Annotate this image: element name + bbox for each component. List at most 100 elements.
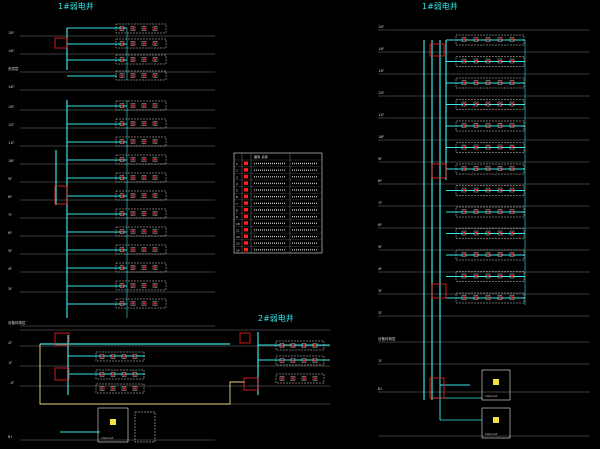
dashed-enclosure <box>115 172 167 183</box>
device-mark <box>475 275 477 277</box>
device-mark <box>463 38 465 41</box>
device-mark <box>143 302 145 305</box>
device-box <box>312 343 318 348</box>
device-mark <box>499 81 501 84</box>
dashed-enclosure <box>115 262 167 273</box>
device-mark <box>499 232 501 234</box>
device-mark <box>121 58 123 61</box>
device-mark <box>112 355 114 358</box>
device-mark <box>511 232 513 234</box>
legend-symbol <box>244 194 248 199</box>
device-mark <box>132 230 134 233</box>
device-box <box>485 80 491 85</box>
device-box <box>130 265 136 270</box>
legend-symbol <box>244 234 248 239</box>
device-mark <box>475 103 477 105</box>
dashed-enclosure <box>455 163 525 175</box>
device-box <box>110 372 116 377</box>
device-box <box>119 157 125 162</box>
device-mark <box>143 176 145 179</box>
device-box <box>461 144 467 150</box>
device-box <box>509 80 515 85</box>
cabinet-right-1 <box>481 369 511 401</box>
device-mark <box>292 359 294 362</box>
device-mark <box>487 60 489 62</box>
cabinet-right-2-label: Cabinet <box>485 432 498 436</box>
device-box <box>152 265 158 270</box>
cabinet-right-2 <box>481 407 511 439</box>
device-box <box>119 283 125 288</box>
device-mark <box>154 158 156 161</box>
legend-row-number: 11 <box>236 228 240 232</box>
device-box <box>132 372 138 377</box>
cabinet-right-1-label: Cabinet <box>485 394 498 398</box>
floor-label: 1F <box>378 359 382 363</box>
device-box <box>119 26 125 31</box>
device-mark <box>511 189 513 191</box>
device-mark <box>143 266 145 269</box>
device-box <box>473 252 479 257</box>
device-box <box>130 121 136 126</box>
cabinet-left-label: Cabinet <box>101 436 114 440</box>
device-mark <box>499 167 501 170</box>
device-mark <box>292 344 294 347</box>
device-mark <box>463 275 465 277</box>
device-box <box>130 175 136 180</box>
device-mark <box>475 232 477 234</box>
device-mark <box>134 373 136 376</box>
floor-label: 13F <box>378 69 384 73</box>
device-box <box>461 209 467 214</box>
device-mark <box>121 284 123 287</box>
device-mark <box>132 122 134 125</box>
device-box <box>141 73 147 78</box>
floor-label: 2F <box>8 341 12 345</box>
dashed-enclosure <box>115 154 167 165</box>
device-box <box>141 103 147 108</box>
device-mark <box>143 212 145 215</box>
device-mark <box>143 42 145 45</box>
device-box <box>279 376 285 381</box>
device-box <box>152 247 158 252</box>
device-mark <box>121 140 123 143</box>
device-box <box>509 123 515 128</box>
device-mark <box>511 210 513 213</box>
device-mark <box>475 167 477 170</box>
floor-label: 4F <box>378 267 382 271</box>
device-box <box>130 193 136 198</box>
floor-label: 13F <box>8 105 14 109</box>
device-box <box>119 121 125 126</box>
device-mark <box>143 140 145 143</box>
device-box <box>485 187 491 193</box>
dashed-enclosure <box>115 118 167 129</box>
floor-label: 10F <box>8 159 14 163</box>
device-box <box>312 376 318 381</box>
device-box <box>485 37 491 42</box>
floor-label: 9F <box>8 177 12 181</box>
device-box <box>473 80 479 85</box>
floor-label: 3F <box>8 287 12 291</box>
device-mark <box>314 377 316 380</box>
device-box <box>141 121 147 126</box>
dashed-enclosure <box>115 70 167 81</box>
device-box <box>130 41 136 46</box>
floor-label: 6F <box>8 231 12 235</box>
device-box <box>110 386 116 391</box>
device-box <box>485 144 491 150</box>
device-mark <box>463 81 465 84</box>
device-box <box>132 386 138 391</box>
device-mark <box>132 27 134 30</box>
dashed-enclosure <box>455 228 525 239</box>
legend-row-number: 10 <box>236 222 240 226</box>
device-box <box>461 166 467 171</box>
dashed-enclosure <box>95 383 145 394</box>
device-box <box>119 265 125 270</box>
floor-label: -1F <box>8 381 14 385</box>
device-mark <box>487 275 489 277</box>
dashed-enclosure <box>115 100 167 111</box>
device-mark <box>499 210 501 213</box>
device-mark <box>499 189 501 191</box>
device-box <box>461 252 467 257</box>
device-mark <box>132 158 134 161</box>
device-mark <box>121 122 123 125</box>
device-mark <box>487 232 489 234</box>
